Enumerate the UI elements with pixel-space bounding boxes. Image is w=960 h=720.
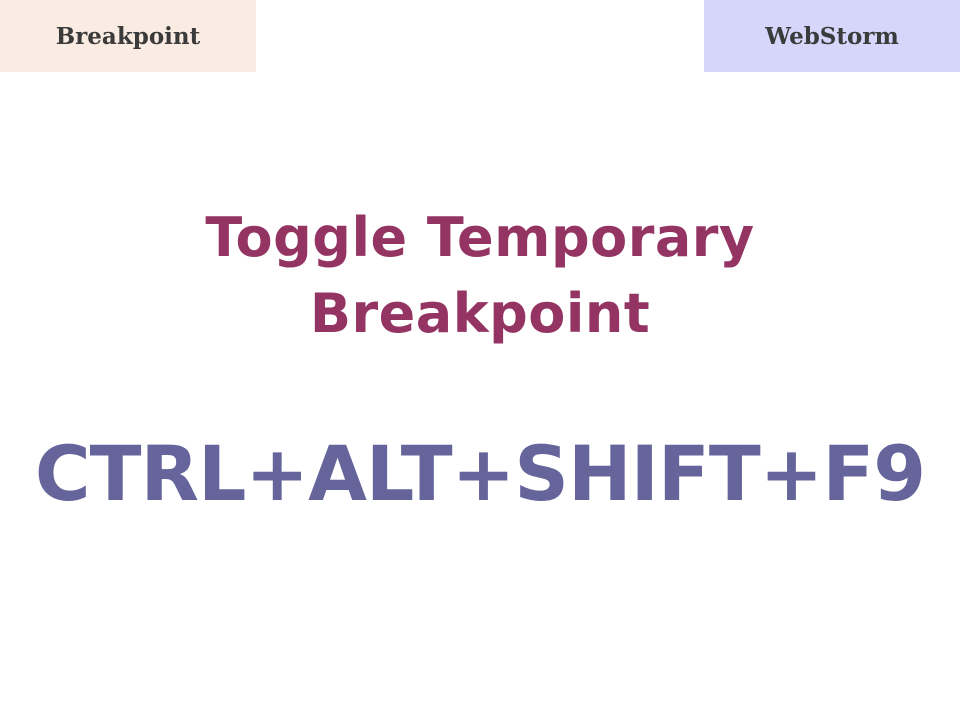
action-title: Toggle Temporary Breakpoint [0,200,960,352]
app-tag: WebStorm [704,0,960,72]
category-tag: Breakpoint [0,0,256,72]
keyboard-shortcut: CTRL+ALT+SHIFT+F9 [34,429,926,518]
category-tag-label: Breakpoint [55,22,201,50]
action-title-line-2: Breakpoint [309,282,651,345]
app-tag-label: WebStorm [765,22,899,50]
action-title-line-1: Toggle Temporary [205,206,755,269]
